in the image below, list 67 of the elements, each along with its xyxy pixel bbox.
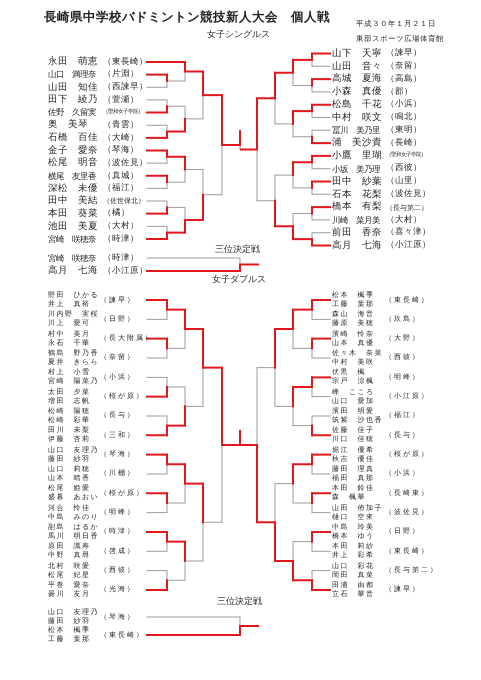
player-name: 中村 咲文 (332, 112, 382, 122)
school-name: （大村） (386, 216, 422, 224)
match-heading: 三位決定戦 (215, 246, 260, 254)
match-heading: 三位決定戦 (217, 598, 262, 606)
player-name: 橋本 有梨 (332, 202, 382, 212)
player-name: 田下 綾乃 (48, 95, 98, 105)
school-name: （青雲） (103, 120, 139, 130)
school-name: （諫早） (386, 49, 422, 58)
player-name: 山田 知佳 (48, 82, 98, 92)
player-name: 小坂 美乃理 (332, 164, 380, 173)
player-name: 川崎 菜月美 (332, 216, 380, 224)
school-name: （高島） (386, 74, 422, 84)
player-name: 松尾 明音 (48, 158, 98, 168)
school-name: （時津） (103, 234, 139, 244)
player-name: 永田 萌恵 (48, 57, 98, 67)
school-name: （長崎） (386, 138, 422, 148)
player-name: 奥 美琴 (48, 120, 88, 130)
player-name: 宮崎 咲穂奈 (48, 234, 96, 244)
player-name: 松島 千花 (332, 100, 382, 110)
school-name: （小江原） (386, 241, 431, 250)
school-name: （小浜） (386, 100, 422, 109)
player-name: 小森 真優 (332, 87, 382, 97)
school-name: （福江） (103, 184, 139, 193)
player-name: 田中 美結 (48, 196, 98, 206)
school-name: （東長崎） (103, 58, 148, 66)
player-name: 石橋 百佳 (48, 133, 98, 143)
school-name: （郡） (386, 88, 413, 96)
school-name: （時津） (103, 254, 139, 262)
player-name: 佐野 久留実 (48, 108, 96, 117)
player-name: 田中 紗葉 (332, 176, 382, 186)
school-name: （西彼） (386, 164, 422, 173)
player-name: 横尾 友里香 (48, 172, 96, 180)
player-name: 金子 愛奈 (48, 146, 98, 156)
school-name: （西諫早） (103, 83, 148, 92)
event-heading: 女子シングルス (207, 30, 270, 40)
player-name: 宮崎 咲穂奈 (48, 254, 96, 262)
player-name: 深松 未優 (48, 184, 98, 194)
player-name: 高城 夏海 (332, 74, 382, 84)
school-name: （大崎） (103, 134, 139, 142)
player-name: 前田 香奈 (332, 228, 382, 238)
player-name: 冨川 美乃里 (332, 126, 380, 134)
player-name: 山口 満理奈 (48, 70, 96, 79)
school-name: （片淵） (103, 70, 139, 79)
school-name: （山里） (386, 177, 422, 186)
player-name: 高月 七海 (332, 240, 382, 250)
title: 長崎県中学校バドミントン競技新人大会 個人戦 (44, 10, 330, 24)
school-name: （鳴北） (386, 113, 422, 122)
player-name: 小鷹 里瑚 (332, 151, 382, 161)
player-name: 高月 七海 (48, 266, 98, 276)
player-name: 石本 花梨 (332, 190, 382, 200)
player-name: 本田 葵菜 (48, 208, 98, 218)
school-name: （琴海） (103, 146, 139, 155)
school-name: （波佐見） (103, 158, 148, 168)
school-name: （橘） (103, 209, 130, 218)
school-name: （萱瀬） (103, 96, 139, 104)
player-name: 山田 音々 (332, 62, 382, 72)
school-name: （波佐見） (386, 190, 431, 199)
school-name: （大村） (103, 222, 139, 231)
school-name: （東明） (386, 126, 422, 135)
school-name: （真城） (103, 172, 139, 180)
player-name: 山下 天寧 (332, 48, 382, 58)
school-name: （喜々津） (386, 228, 431, 237)
school-name: （奈留） (386, 62, 422, 71)
player-name: 池田 美夏 (48, 222, 98, 232)
school-name: （小江原） (103, 266, 148, 276)
player-name: 浦 美沙貴 (332, 138, 382, 148)
event-heading: 女子ダブルス (212, 276, 266, 284)
